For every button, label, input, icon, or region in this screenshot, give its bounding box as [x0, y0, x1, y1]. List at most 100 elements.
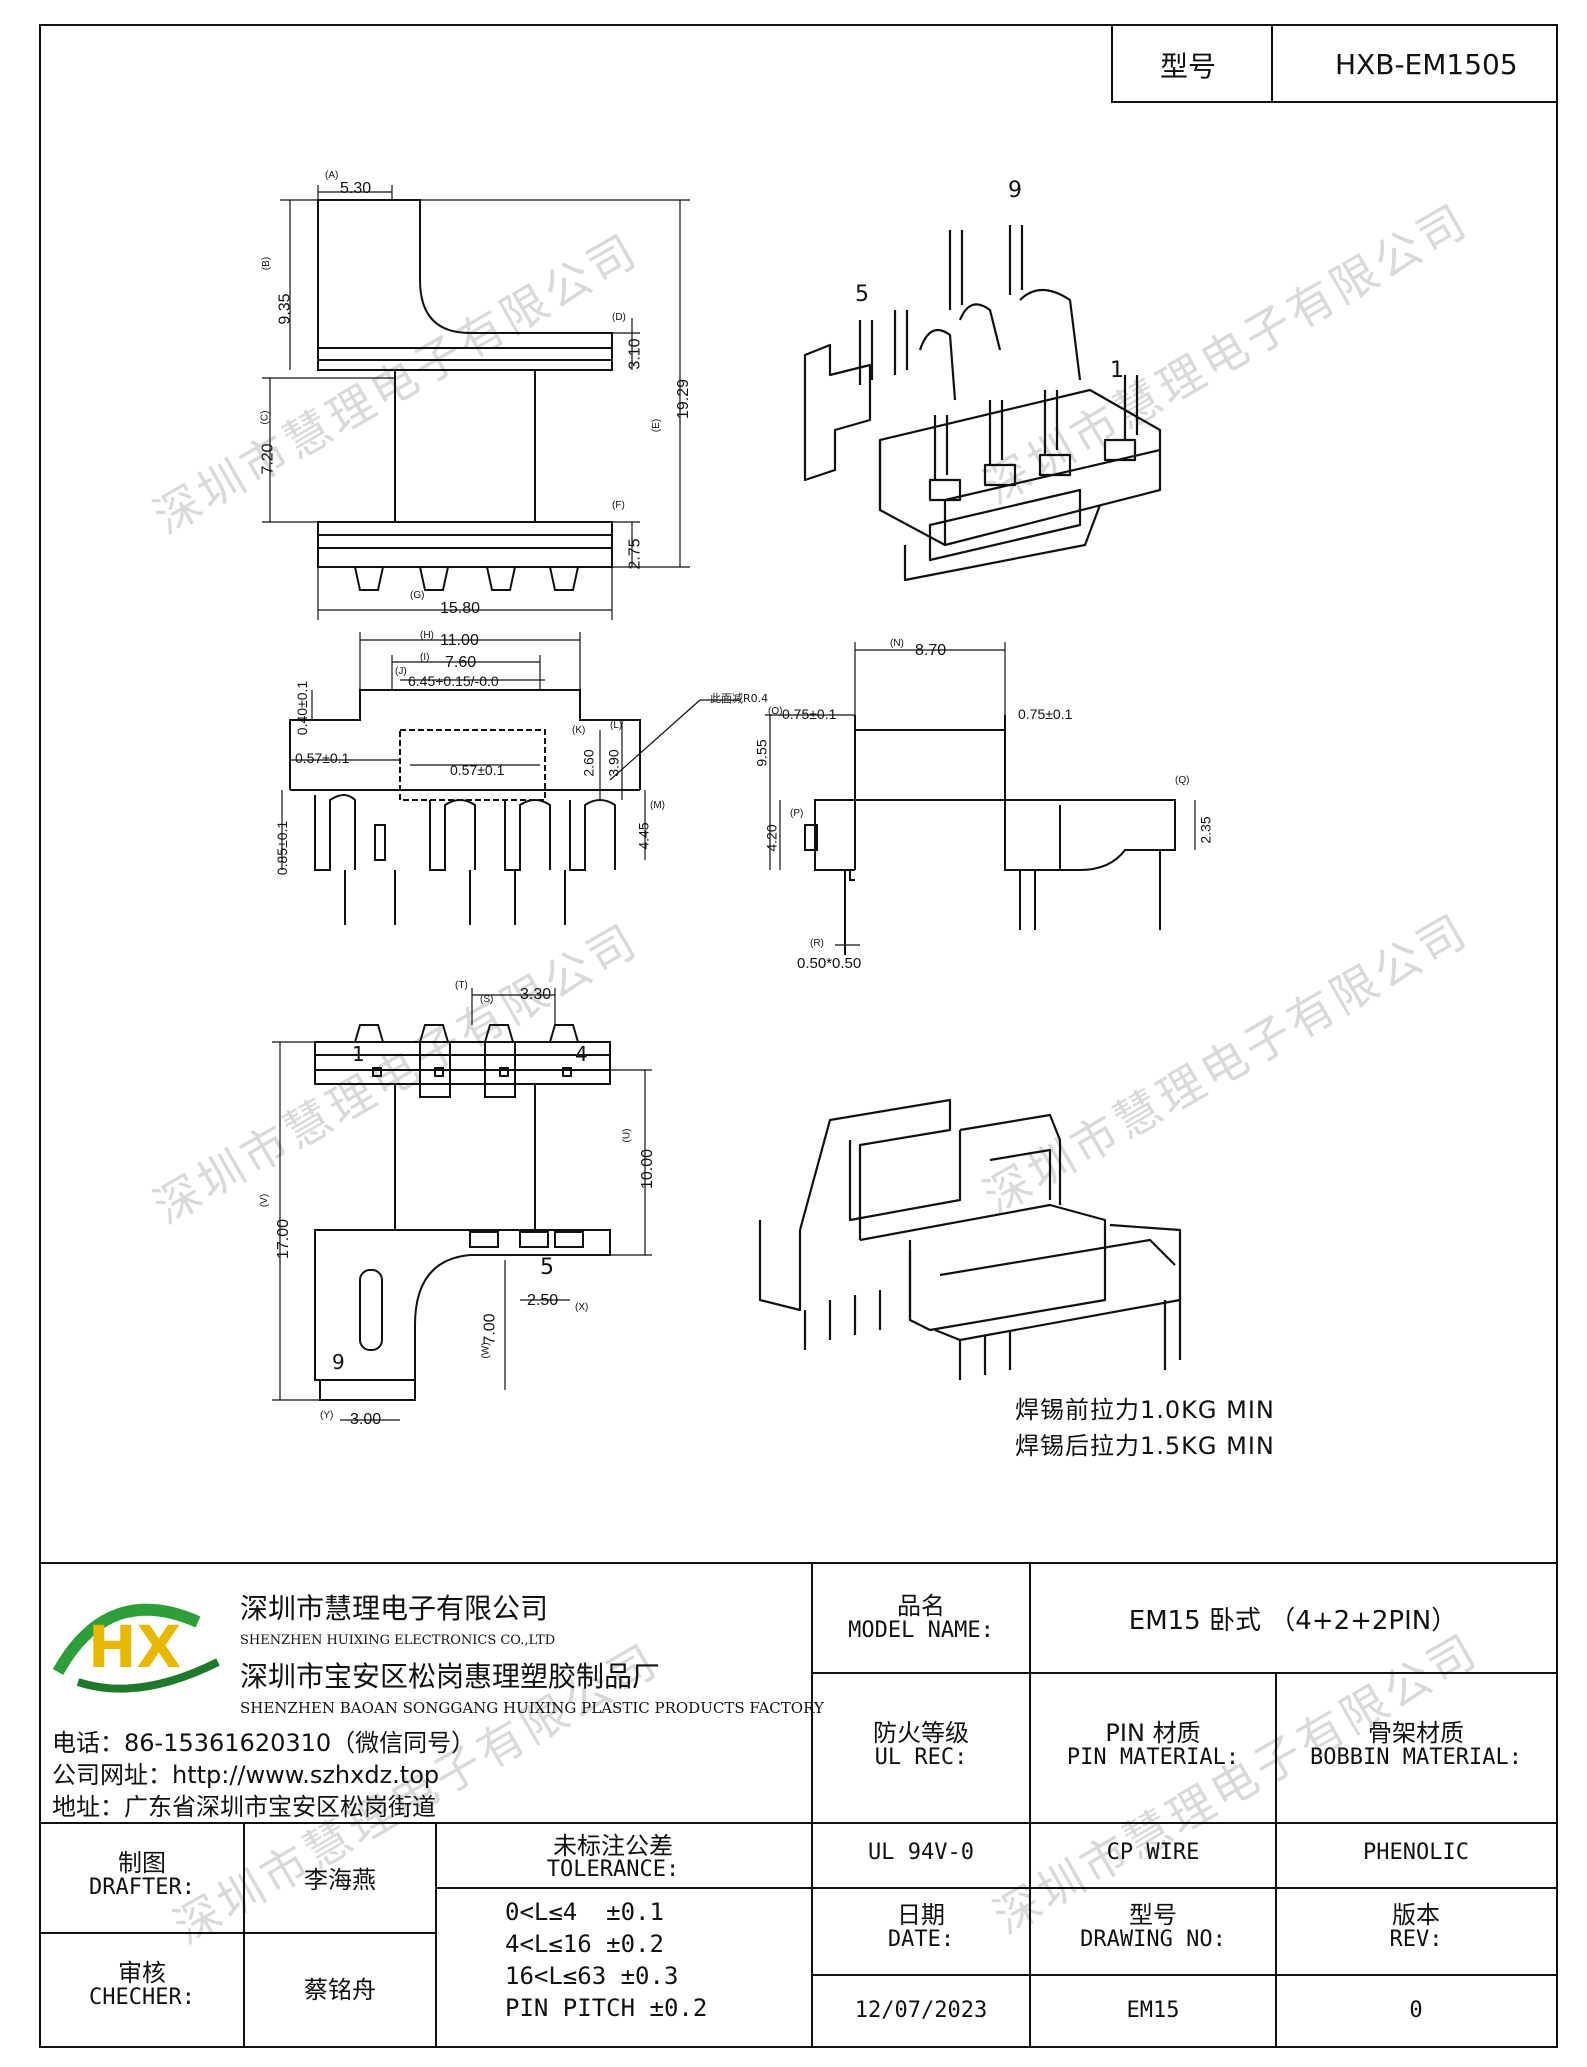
dim-4-45: 4.45 [635, 822, 652, 850]
callout-g: (G) [410, 590, 425, 601]
dim-2-75: 2.75 [626, 538, 644, 570]
tolerance-line: PIN PITCH ±0.2 [505, 1994, 708, 2022]
svg-text:HX: HX [88, 1613, 181, 1681]
company-phone: 电话：86-15361620310（微信同号） [52, 1729, 476, 1757]
note-pull-before: 焊锡前拉力1.0KG MIN [1015, 1396, 1275, 1424]
dim-3-00: 3.00 [350, 1411, 382, 1428]
dim-0-57-mid: 0.57±0.1 [450, 762, 505, 778]
dim-0-40: 0.40±0.1 [294, 680, 311, 736]
callout-a: (A) [325, 170, 339, 181]
tolerance-label-en: TOLERANCE: [546, 1857, 680, 1882]
dim-4-20: 4.20 [763, 824, 780, 852]
drawing-no-value: EM15 [1126, 1998, 1180, 2023]
product-name-label-en: MODEL NAME: [848, 1618, 994, 1643]
dim-2-35: 2.35 [1197, 816, 1214, 844]
pin-material-label-en: PIN MATERIAL: [1066, 1745, 1240, 1770]
company-address: 地址：广东省深圳市宝安区松岗街道 [52, 1793, 436, 1821]
tolerance-line: 4<L≤16 ±0.2 [505, 1930, 664, 1958]
dim-3-90: 3.90 [605, 749, 622, 777]
ul-label-en: UL REC: [874, 1745, 968, 1770]
dim-pin-section: 0.50*0.50 [797, 955, 862, 972]
date-label-en: DATE: [887, 1927, 955, 1952]
callout-b: (B) [261, 256, 273, 271]
iso-pin-1-label: 1 [1110, 358, 1124, 383]
company-name-en: SHENZHEN HUIXING ELECTRONICS CO.,LTD [240, 1633, 556, 1648]
bottom-pin-9-label: 9 [332, 1350, 345, 1374]
callout-n: (N) [890, 638, 904, 649]
dim-7-20: 7.20 [259, 443, 277, 475]
tolerance-label-cn: 未标注公差 [553, 1832, 673, 1860]
bobbin-material-value: PHENOLIC [1363, 1840, 1469, 1865]
callout-k: (K) [572, 725, 586, 736]
dim-0-85: 0.85±0.1 [274, 820, 291, 876]
model-label: 型号 [1160, 50, 1217, 83]
bottom-pin-5-label: 5 [540, 1255, 554, 1280]
callout-r: (R) [810, 938, 824, 949]
dim-2-50: 2.50 [527, 1292, 559, 1309]
callout-y: (Y) [320, 1410, 334, 1421]
ul-label-cn: 防火等级 [873, 1719, 969, 1747]
callout-o: (O) [768, 706, 783, 717]
product-name-value: EM15 卧式 （4+2+2PIN） [1128, 1606, 1458, 1636]
dim-7-00: 7.00 [481, 1313, 499, 1345]
company-logo: HX [52, 1603, 220, 1693]
company-name-cn: 深圳市慧理电子有限公司 [240, 1592, 549, 1625]
note-r04: 此面减R0.4 [710, 692, 769, 705]
callout-f: (F) [612, 500, 625, 511]
callout-c: (C) [259, 410, 271, 425]
dim-0-75-right: 0.75±0.1 [1018, 706, 1073, 722]
callout-h: (H) [420, 630, 434, 641]
drafter-name: 李海燕 [304, 1866, 376, 1894]
ul-value: UL 94V-0 [868, 1840, 974, 1865]
dim-8-70: 8.70 [915, 642, 947, 659]
callout-s: (S) [480, 994, 494, 1005]
dim-19-29: 19.29 [675, 378, 693, 420]
bottom-pin-4-label: 4 [575, 1042, 588, 1066]
callout-m: (M) [650, 800, 665, 811]
callout-q: (Q) [1175, 775, 1190, 786]
checker-name: 蔡铭舟 [304, 1976, 376, 2004]
callout-j: (J) [395, 666, 407, 677]
rev-label-cn: 版本 [1392, 1901, 1440, 1929]
callout-x: (X) [575, 1302, 589, 1313]
checker-label-en: CHECHER: [89, 1985, 195, 2010]
tolerance-line: 0<L≤4 ±0.1 [505, 1898, 664, 1926]
dim-9-35: 9.35 [276, 293, 294, 325]
bottom-pin-1-label: 1 [352, 1042, 365, 1066]
rev-label-en: REV: [1389, 1927, 1443, 1952]
tolerance-line: 16<L≤63 ±0.3 [505, 1962, 679, 1990]
note-pull-after: 焊锡后拉力1.5KG MIN [1015, 1432, 1275, 1460]
dim-17-00: 17.00 [275, 1218, 293, 1260]
factory-name-cn: 深圳市宝安区松岗惠理塑胶制品厂 [240, 1660, 661, 1693]
bobbin-material-label-cn: 骨架材质 [1368, 1719, 1464, 1747]
checker-label-cn: 审核 [118, 1959, 166, 1987]
callout-e: (E) [651, 418, 663, 433]
callout-v: (V) [259, 1193, 271, 1208]
callout-p: (P) [790, 808, 804, 819]
callout-u: (U) [621, 1128, 633, 1143]
iso-pin-9-label: 9 [1008, 178, 1022, 203]
iso-pin-5-label: 5 [855, 282, 869, 307]
dim-0-57-left: 0.57±0.1 [295, 750, 350, 766]
product-name-label-cn: 品名 [897, 1592, 945, 1620]
drawing-no-label-cn: 型号 [1129, 1901, 1177, 1929]
rev-value: 0 [1409, 1998, 1423, 2023]
dim-5-30: 5.30 [340, 180, 372, 197]
callout-l: (L) [610, 720, 623, 731]
callout-t: (T) [455, 980, 468, 991]
factory-name-en: SHENZHEN BAOAN SONGGANG HUIXING PLASTIC … [240, 1699, 824, 1717]
dim-15-80: 15.80 [440, 600, 481, 617]
dim-7-60: 7.60 [445, 654, 477, 671]
drafter-label-en: DRAFTER: [89, 1875, 195, 1900]
bobbin-material-label-en: BOBBIN MATERIAL: [1310, 1745, 1522, 1770]
pin-material-label-cn: PIN 材质 [1105, 1719, 1201, 1747]
dim-3-10: 3.10 [626, 338, 644, 370]
date-label-cn: 日期 [897, 1901, 945, 1929]
pin-material-value: CP WIRE [1106, 1840, 1200, 1865]
dim-6-45: 6.45+0.15/-0.0 [408, 673, 499, 689]
dim-2-60: 2.60 [580, 749, 597, 777]
drawing-no-label-en: DRAWING NO: [1080, 1927, 1226, 1952]
drafter-label-cn: 制图 [118, 1849, 166, 1877]
